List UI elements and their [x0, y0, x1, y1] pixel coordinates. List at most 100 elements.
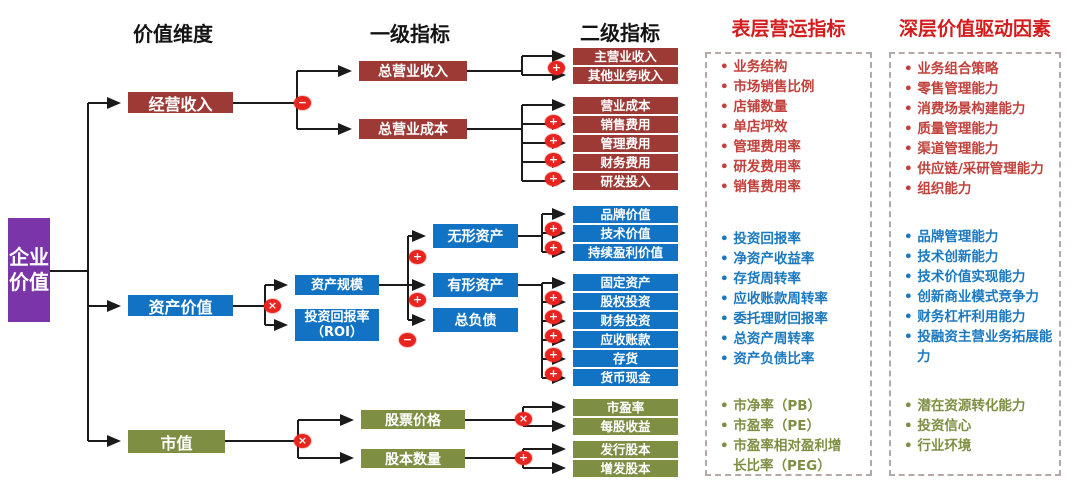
list-item: 单店坪效	[720, 117, 850, 137]
times-badge: ×	[515, 412, 532, 426]
list-item: 市场销售比例	[720, 77, 850, 97]
leaf-tech-value: 技术价值	[573, 225, 678, 242]
plus-badge: +	[545, 348, 562, 362]
leaf-group-cost: 营业成本 销售费用 管理费用 财务费用 研发投入	[573, 97, 678, 190]
leaf-group-revenue: 主营业收入 其他业务收入	[573, 48, 678, 84]
surface-market-list: 市净率（PB） 市盈率（PE） 市盈率相对盈利增长比率（PEG）	[720, 396, 850, 476]
list-item: 市净率（PB）	[720, 396, 850, 416]
list-item: 市盈率（PE）	[720, 416, 850, 436]
list-item: 创新商业模式竞争力	[904, 287, 1056, 307]
leaf-selling-expense: 销售费用	[573, 116, 678, 133]
plus-badge: +	[545, 172, 562, 186]
list-item: 行业环境	[904, 436, 1056, 456]
column-header-level2: 二级指标	[580, 21, 660, 45]
surface-revenue-list: 业务结构 市场销售比例 店铺数量 单店坪效 管理费用率 研发费用率 销售费用率	[720, 57, 850, 197]
node-enterprise-value: 企业价值	[8, 218, 50, 322]
node-total-liabilities: 总负债	[433, 308, 518, 332]
list-item: 消费场景构建能力	[904, 99, 1056, 119]
leaf-group-intangible: 品牌价值 技术价值 持续盈利价值	[573, 206, 678, 261]
list-item: 总资产周转率	[720, 329, 850, 349]
node-stock-price: 股票价格	[361, 410, 465, 429]
plus-badge: +	[545, 329, 562, 343]
times-badge: ×	[264, 299, 281, 313]
list-item: 投资信心	[904, 416, 1056, 436]
times-badge: ×	[294, 434, 311, 448]
list-item: 技术创新能力	[904, 247, 1056, 267]
list-item: 投资回报率	[720, 229, 850, 249]
leaf-issued-shares: 发行股本	[573, 441, 678, 458]
deep-revenue-list: 业务组合策略 零售管理能力 消费场景构建能力 质量管理能力 渠道管理能力 供应链…	[904, 59, 1056, 199]
list-item: 研发费用率	[720, 157, 850, 177]
node-asset-scale: 资产规模	[295, 275, 379, 295]
list-item: 零售管理能力	[904, 79, 1056, 99]
list-item: 销售费用率	[720, 177, 850, 197]
surface-asset-list: 投资回报率 净资产收益率 存货周转率 应收账款周转率 委托理财回报率 总资产周转…	[720, 229, 850, 369]
list-item: 潜在资源转化能力	[904, 396, 1056, 416]
list-item: 净资产收益率	[720, 249, 850, 269]
plus-badge: +	[515, 451, 532, 465]
node-total-revenue: 总营业收入	[359, 61, 467, 81]
leaf-admin-expense: 管理费用	[573, 135, 678, 152]
plus-badge: +	[545, 134, 562, 148]
leaf-receivables: 应收账款	[573, 331, 678, 348]
plus-badge: +	[409, 250, 426, 264]
plus-badge: +	[545, 115, 562, 129]
plus-badge: +	[545, 367, 562, 381]
plus-badge: +	[545, 291, 562, 305]
list-item: 品牌管理能力	[904, 227, 1056, 247]
leaf-pe-ratio: 市盈率	[573, 399, 678, 416]
leaf-cash: 货币现金	[573, 369, 678, 386]
plus-badge: +	[545, 310, 562, 324]
plus-badge: +	[548, 61, 565, 75]
leaf-group-tangible: 固定资产 股权投资 财务投资 应收账款 存货 货币现金	[573, 274, 678, 386]
leaf-finance-expense: 财务费用	[573, 154, 678, 171]
list-item: 投融资主营业务拓展能力	[904, 327, 1056, 367]
leaf-sustained-profit-value: 持续盈利价值	[573, 244, 678, 261]
plus-badge: +	[545, 241, 562, 255]
node-total-cost: 总营业成本	[359, 119, 467, 139]
list-item: 存货周转率	[720, 269, 850, 289]
node-intangible-assets: 无形资产	[433, 224, 518, 248]
minus-badge: −	[399, 333, 416, 347]
node-asset-value: 资产价值	[128, 295, 233, 317]
leaf-rd-investment: 研发投入	[573, 173, 678, 190]
leaf-equity-investment: 股权投资	[573, 293, 678, 310]
plus-badge: +	[409, 293, 426, 307]
list-item: 业务结构	[720, 57, 850, 77]
list-item: 技术价值实现能力	[904, 267, 1056, 287]
list-item: 管理费用率	[720, 137, 850, 157]
minus-badge: −	[294, 96, 311, 110]
deep-market-list: 潜在资源转化能力 投资信心 行业环境	[904, 396, 1056, 456]
leaf-operating-cost: 营业成本	[573, 97, 678, 114]
list-item: 业务组合策略	[904, 59, 1056, 79]
list-item: 应收账款周转率	[720, 289, 850, 309]
list-item: 店铺数量	[720, 97, 850, 117]
leaf-eps: 每股收益	[573, 418, 678, 435]
column-header-dimension: 价值维度	[133, 22, 213, 46]
leaf-other-revenue: 其他业务收入	[573, 67, 678, 84]
list-item: 渠道管理能力	[904, 139, 1056, 159]
leaf-additional-shares: 增发股本	[573, 460, 678, 477]
leaf-brand-value: 品牌价值	[573, 206, 678, 223]
node-operating-revenue: 经营收入	[128, 92, 233, 114]
deep-panel-title: 深层价值驱动因素	[898, 18, 1051, 40]
node-roi: 投资回报率（ROI）	[295, 309, 379, 341]
list-item: 供应链/采研管理能力	[904, 159, 1056, 179]
leaf-fixed-assets: 固定资产	[573, 274, 678, 291]
node-share-count: 股本数量	[361, 449, 465, 468]
leaf-group-shares: 发行股本 增发股本	[573, 441, 678, 477]
surface-panel-title: 表层营运指标	[731, 18, 846, 40]
leaf-inventory: 存货	[573, 350, 678, 367]
list-item: 市盈率相对盈利增长比率（PEG）	[720, 436, 850, 476]
list-item: 财务杠杆利用能力	[904, 307, 1056, 327]
deep-panel-border	[889, 52, 1061, 476]
column-header-level1: 一级指标	[370, 22, 450, 46]
plus-badge: +	[545, 222, 562, 236]
list-item: 质量管理能力	[904, 119, 1056, 139]
leaf-group-price: 市盈率 每股收益	[573, 399, 678, 435]
list-item: 资产负债比率	[720, 349, 850, 369]
list-item: 委托理财回报率	[720, 309, 850, 329]
plus-badge: +	[545, 153, 562, 167]
list-item: 组织能力	[904, 179, 1056, 199]
